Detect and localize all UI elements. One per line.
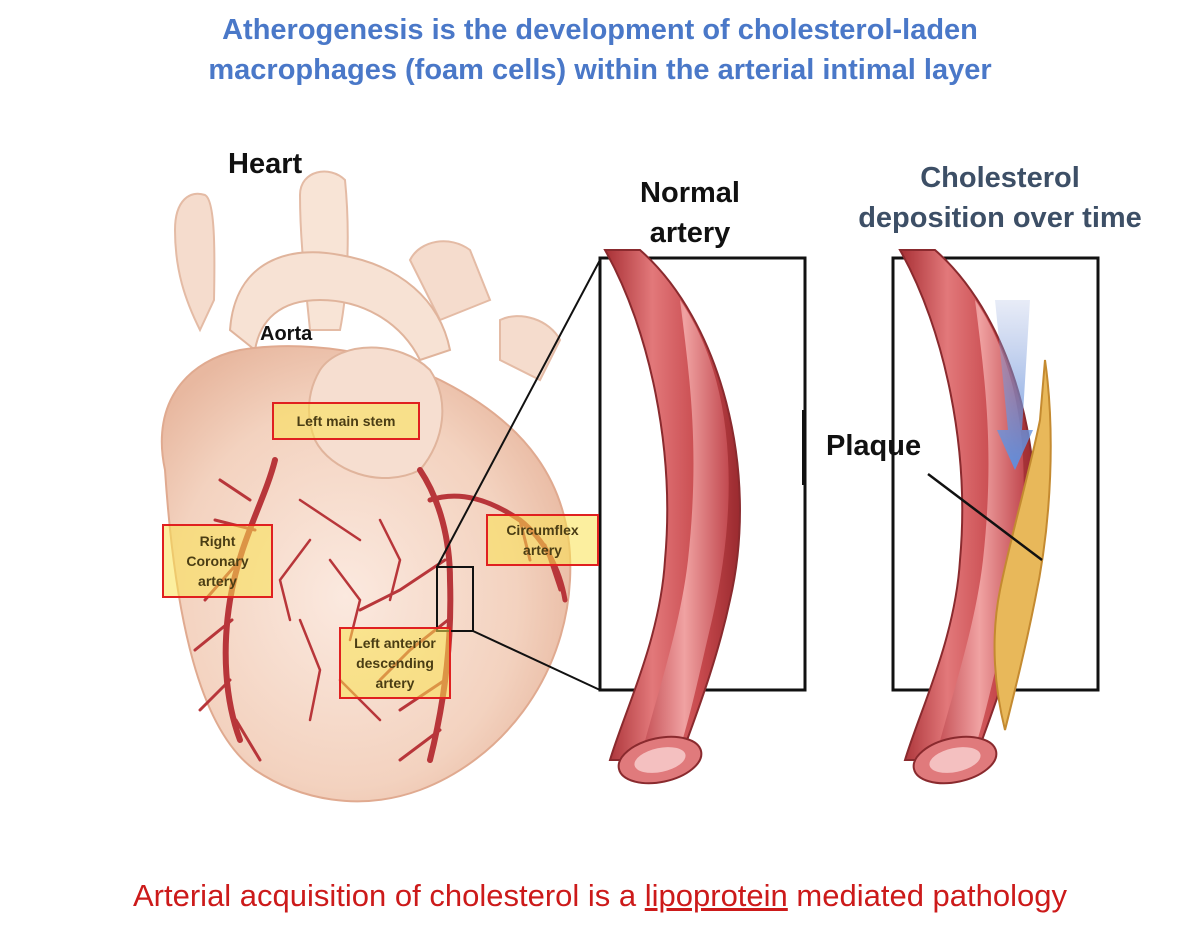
lad-line-1: Left anterior (354, 635, 436, 651)
chol-label-line-1: Cholesterol (920, 162, 1080, 194)
bottom-caption: Arterial acquisition of cholesterol is a… (0, 878, 1200, 914)
heart-illustration (160, 170, 572, 803)
right-coronary-line-2: Coronary (186, 553, 249, 569)
zoom-square (436, 566, 474, 632)
left-main-stem-box: Left main stem (272, 402, 420, 440)
right-coronary-line-3: artery (198, 573, 237, 589)
lad-box: Left anterior descending artery (339, 627, 451, 699)
circumflex-box: Circumflex artery (486, 514, 599, 566)
circumflex-line-2: artery (523, 542, 562, 558)
caption-before: Arterial acquisition of cholesterol is a (133, 878, 645, 913)
plaque-pointer-line (927, 473, 1043, 561)
lad-line-2: descending (356, 655, 434, 671)
normal-artery-label: Normal artery (600, 173, 780, 253)
right-coronary-box: Right Coronary artery (162, 524, 273, 598)
heart-label: Heart (228, 148, 303, 180)
cholesterol-deposition-label: Cholesterol deposition over time (830, 158, 1170, 238)
flow-arrow (995, 300, 1033, 470)
title-line-1: Atherogenesis is the development of chol… (222, 14, 978, 46)
right-coronary-line-1: Right (199, 533, 236, 549)
zoom-line-top (436, 259, 601, 568)
normal-label-line-1: Normal (640, 177, 740, 209)
normal-label-line-2: artery (649, 217, 731, 249)
zoom-line-bottom (472, 630, 601, 691)
plaque-artery (898, 249, 1052, 785)
page-title: Atherogenesis is the development of chol… (0, 10, 1200, 90)
circumflex-line-1: Circumflex (506, 522, 579, 538)
title-line-2: macrophages (foam cells) within the arte… (208, 54, 992, 86)
chol-label-line-2: deposition over time (858, 202, 1142, 234)
plaque-label: Plaque (826, 430, 922, 462)
lad-line-3: artery (375, 675, 415, 691)
caption-underlined: lipoprotein (644, 878, 788, 913)
aorta-label: Aorta (260, 323, 313, 345)
left-main-stem-label: Left main stem (296, 413, 396, 429)
normal-artery (603, 249, 741, 785)
caption-after: mediated pathology (787, 878, 1067, 913)
